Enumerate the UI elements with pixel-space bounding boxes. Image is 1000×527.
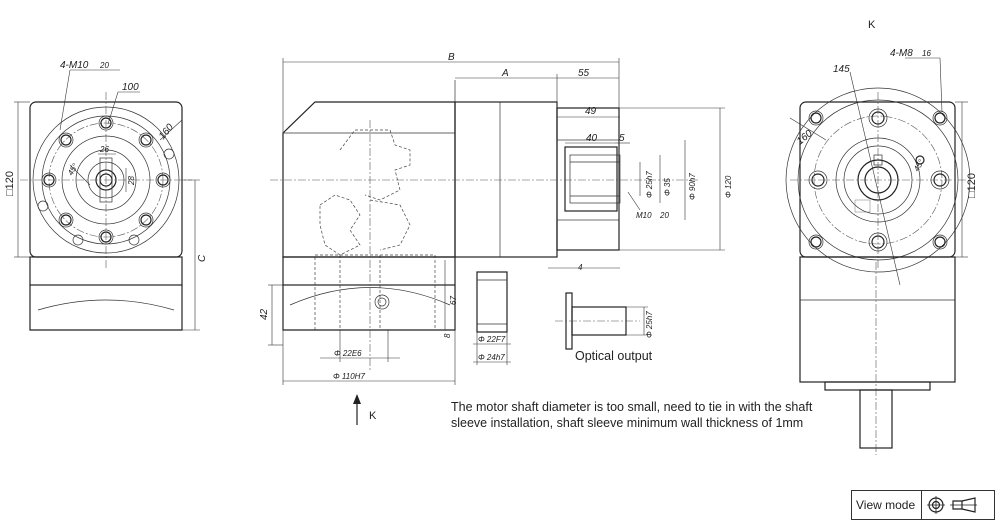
label-base-110: Φ 110H7: [333, 372, 365, 381]
label-shaft-25: Φ 25h7: [645, 171, 654, 198]
optical-output-detail: Φ 25h7 Optical output: [555, 292, 654, 363]
label-key-24: Φ 24h7: [478, 353, 505, 362]
installation-note: The motor shaft diameter is too small, n…: [451, 399, 871, 431]
k-view: K 145 4-M8 16 16: [785, 19, 978, 455]
label-flange-120: Φ 120: [724, 175, 733, 198]
label-bore-22: Φ 22E6: [334, 349, 362, 358]
label-55: 55: [578, 68, 590, 79]
label-67: 67: [449, 296, 458, 305]
label-dia160-right: 160: [795, 128, 815, 147]
label-40: 40: [586, 133, 598, 144]
label-a: A: [501, 68, 509, 79]
label-pcd-right: 145: [833, 64, 850, 75]
note-line-2: sleeve installation, shaft sleeve minimu…: [451, 416, 804, 430]
front-view: 4-M10 20 100 160 45° 26 28 □120 C: [4, 60, 208, 331]
label-pilot-90: Φ 90h7: [688, 173, 697, 200]
label-k-view: K: [868, 19, 876, 31]
label-w26: 26: [99, 145, 109, 154]
label-bolt-front: 4-M10: [60, 60, 89, 71]
label-8: 8: [443, 333, 452, 338]
k-view-arrow: [353, 394, 361, 425]
label-h28: 28: [127, 176, 136, 186]
label-shaft-35: Φ 35: [663, 178, 672, 196]
label-42: 42: [259, 308, 270, 320]
label-opt-25: Φ 25h7: [645, 311, 654, 338]
label-dia160-front: 160: [157, 122, 176, 142]
label-b: B: [448, 52, 455, 63]
sleeve-detail: Φ 22F7 Φ 24h7: [473, 271, 511, 365]
label-optical-output: Optical output: [575, 349, 653, 363]
note-line-1: The motor shaft diameter is too small, n…: [451, 400, 813, 414]
label-sq-front: □120: [4, 171, 16, 196]
label-bolt-right-depth: 16: [922, 49, 931, 58]
first-angle-projection-icon[interactable]: [922, 494, 950, 516]
label-bolt-right: 4-M8: [890, 48, 913, 59]
view-mode-label: View mode: [852, 491, 923, 519]
label-key-22: Φ 22F7: [478, 335, 506, 344]
side-view: B A 55 49 40 5 Φ 25h7 Φ 35 Φ 90h7 Φ 120 …: [259, 52, 733, 425]
label-m10-depth: 20: [659, 211, 669, 220]
label-5: 5: [619, 133, 625, 144]
label-4: 4: [578, 263, 583, 272]
view-mode-selector[interactable]: View mode: [851, 490, 995, 520]
label-bolt-front-depth: 20: [99, 61, 109, 70]
third-angle-projection-icon[interactable]: [950, 494, 978, 516]
label-pcd-front: 100: [122, 82, 139, 93]
label-49: 49: [585, 106, 597, 117]
label-c: C: [197, 254, 208, 262]
label-angle-front: 45°: [66, 161, 80, 177]
label-sq-right: □120: [966, 173, 978, 198]
label-k-arrow: K: [369, 410, 377, 422]
label-m10: M10: [636, 211, 652, 220]
